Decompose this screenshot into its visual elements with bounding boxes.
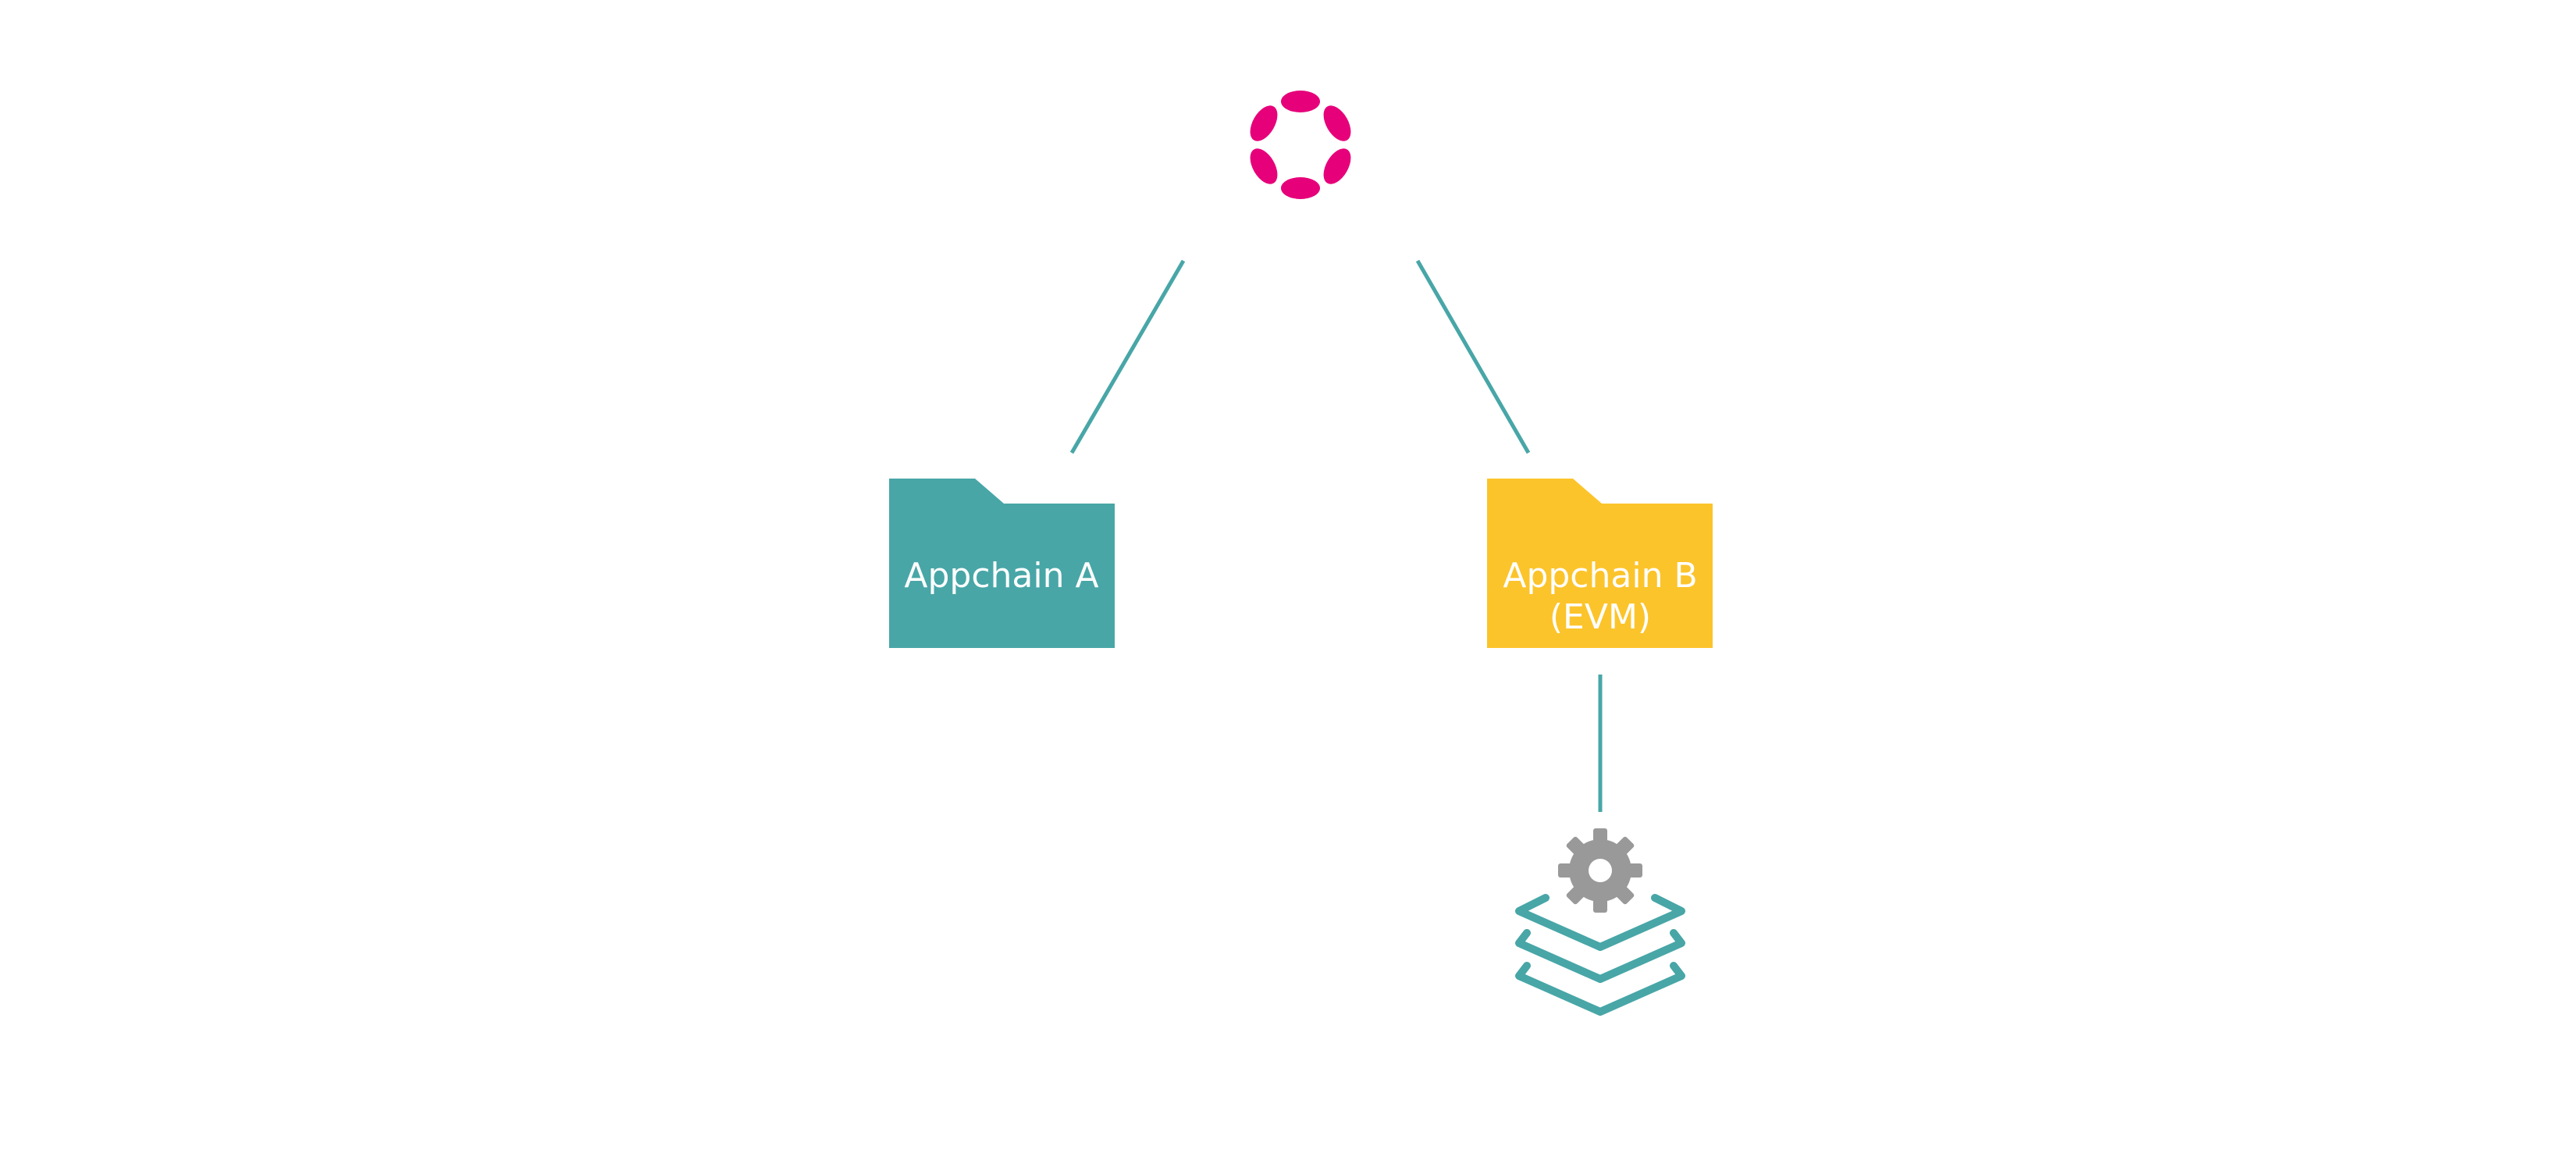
polkadot-dot-top <box>1281 91 1320 112</box>
connectors <box>1069 259 1603 812</box>
connector-relay-to-appchain-a <box>1069 259 1186 454</box>
appchain-b-label-line2: (EVM) <box>1550 597 1651 637</box>
appchain-a-label: Appchain A <box>904 556 1098 596</box>
polkadot-dot-upper-left <box>1250 105 1278 141</box>
layers-stack-icon <box>1515 894 1685 1016</box>
layer-top <box>1515 894 1685 951</box>
appchain-b-folder-icon <box>1487 479 1713 648</box>
polkadot-dot-bottom <box>1281 177 1320 199</box>
appchain-a-folder-icon <box>889 479 1115 648</box>
polkadot-dot-lower-left <box>1250 148 1278 184</box>
polkadot-dot-upper-right <box>1323 105 1351 141</box>
polkadot-logo-icon <box>1250 91 1351 199</box>
appchain-a-node: Appchain A <box>889 479 1115 648</box>
connector-relay-to-appchain-b <box>1415 259 1531 454</box>
appchain-b-label-line1: Appchain B <box>1503 556 1697 596</box>
polkadot-dot-lower-right <box>1323 148 1351 184</box>
layer-bottom <box>1515 962 1685 1016</box>
appchain-b-node: Appchain B (EVM) <box>1487 479 1713 648</box>
layer-middle <box>1515 929 1685 983</box>
gear-icon <box>1558 828 1642 913</box>
